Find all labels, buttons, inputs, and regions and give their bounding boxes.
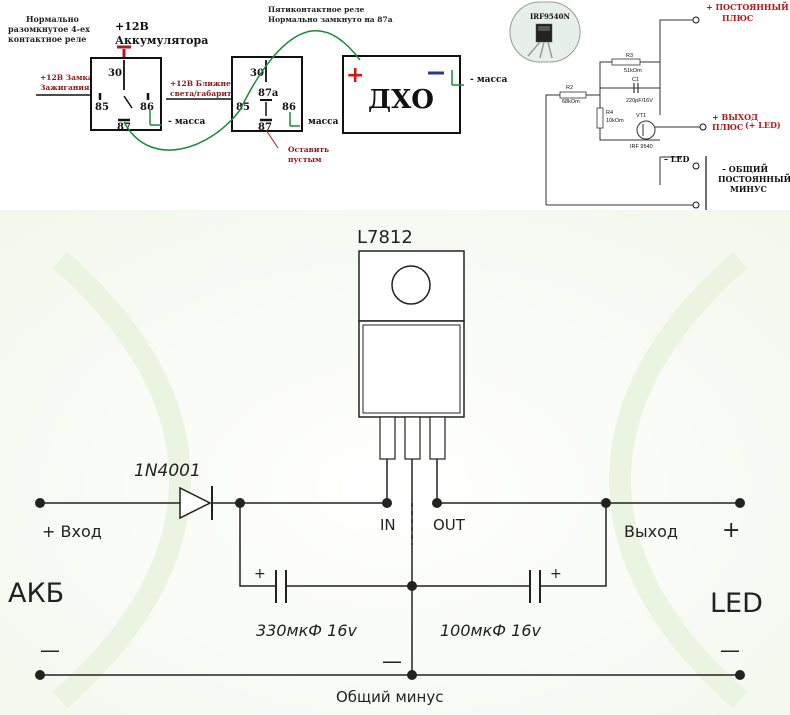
battery-plus-label: +12В (115, 20, 149, 33)
r2-label: R2 (566, 85, 573, 91)
common-minus-line3: МИНУС (730, 184, 767, 194)
relay1-pin-86: 86 (140, 102, 154, 113)
relay2-pin-30: 30 (250, 68, 264, 79)
common-minus-line1: – ОБЩИЙ (722, 164, 768, 174)
relay1-caption-line2: разомкнутое 4-ех (8, 24, 90, 34)
input-label: + Вход (42, 522, 102, 541)
r4-label: R4 (606, 110, 613, 116)
cap1-plus: + (254, 566, 266, 582)
relay1-pin-30: 30 (108, 68, 122, 79)
battery-label: АКБ (8, 578, 64, 609)
relay2-caption-line1: Пятиконтактное реле (268, 5, 364, 14)
lowbeam-label-line2: света/габаритов (170, 89, 242, 98)
cap2-plus: + (550, 566, 562, 582)
leave-empty-line2: пустым (288, 155, 322, 164)
relay1-caption-line1: Нормально (26, 14, 80, 24)
relay2-pin-87: 87 (258, 122, 272, 133)
relay2-pin-86: 86 (282, 102, 296, 113)
leave-empty-line1: Оставить (288, 145, 329, 154)
out-plus-line1: + ВЫХОД (712, 112, 758, 122)
cap1-label: 330мкФ 16v (256, 621, 357, 640)
cap2-label: 100мкФ 16v (440, 621, 541, 640)
vt1-label: VT1 (636, 113, 646, 119)
relay1-caption-line3: контактное реле (8, 34, 86, 44)
minus-right: — (720, 638, 740, 662)
common-minus-label: Общий минус (336, 688, 443, 706)
output-label: Выход (624, 522, 678, 541)
ignition-label-line1: +12В Замка (40, 73, 93, 82)
green-wire-87-to-30 (123, 65, 267, 151)
ignition-label-line2: Зажигания (40, 83, 90, 92)
pin-in-label: IN (380, 516, 396, 534)
regulator-label: L7812 (357, 227, 413, 248)
diode-symbol (179, 486, 212, 520)
drl-box (342, 55, 461, 134)
mass-label-3: - масса (470, 75, 507, 85)
relay2-pin-85: 85 (236, 102, 250, 113)
green-wire-87a-to-drl (265, 30, 361, 67)
relay2-caption-line2: Нормально замкнуто на 87а (268, 15, 393, 24)
c1-label: C1 (632, 77, 639, 83)
pin-out-label: OUT (433, 516, 466, 534)
regulator-panel: L7812 1N4001 + Вход Выход + IN OUT А (0, 210, 790, 715)
out-plus-line2: ПЛЮС (712, 122, 743, 132)
out-led-label: (+ LED) (745, 120, 781, 130)
r3-label: R3 (626, 53, 633, 59)
const-plus-line2: ПЛЮС (722, 13, 753, 23)
mass-label-2: масса (308, 117, 339, 127)
r2-value: 68kOm (562, 99, 580, 105)
drl-plus-sign: + (346, 63, 364, 88)
drl-label: ДХО (368, 85, 434, 115)
const-plus-line1: + ПОСТОЯННЫЙ (706, 2, 789, 12)
transistor-photo-label: IRF9540N (530, 12, 571, 21)
r3-value: 51kOm (624, 68, 642, 74)
diode-label: 1N4001 (134, 461, 201, 481)
c1-value: 220pF/16V (626, 98, 653, 104)
relay-wiring-panel: Нормально разомкнутое 4-ех контактное ре… (8, 5, 507, 164)
common-minus-line2: ПОСТОЯННЫЙ (718, 174, 790, 184)
mass-label-1: - масса (168, 117, 205, 127)
minus-center: — (382, 649, 402, 673)
mosfet-circuit-panel: IRF9540N + ПОСТОЯННЫЙ ПЛЮС R3 51kOm C1 2… (509, 1, 790, 212)
load-label: LED (710, 588, 763, 619)
minus-left: — (40, 638, 60, 662)
battery-label: Аккумулятора (115, 34, 208, 47)
lowbeam-label-line1: +12В Ближнего (170, 79, 240, 88)
regulator-mount-hole (391, 265, 431, 305)
led-minus-label: – LED (664, 154, 690, 164)
relay2-pin-87a: 87a (258, 88, 279, 99)
output-plus: + (722, 518, 740, 543)
relay1-pin-85: 85 (95, 102, 109, 113)
r4-value: 10kOm (606, 118, 624, 124)
relay1-pin-87: 87 (117, 122, 131, 133)
vt1-value: IRF 9540 (630, 144, 653, 150)
